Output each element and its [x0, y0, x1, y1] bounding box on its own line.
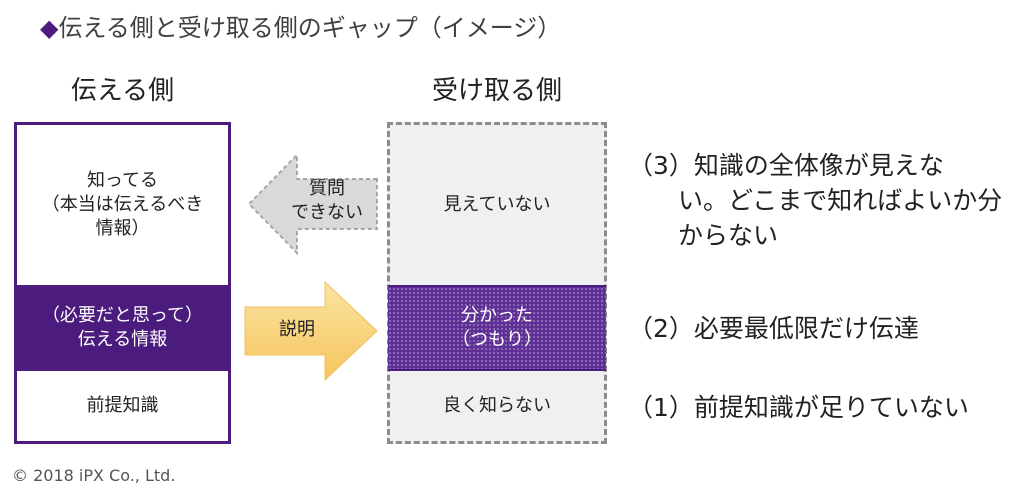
- receiver-understood: 分かった （つもり）: [452, 304, 542, 350]
- sender-conveyed-band: [14, 285, 231, 371]
- sender-known-info: 知ってる （本当は伝えるべき 情報）: [41, 169, 204, 240]
- receiver-column-header: 受け取る側: [431, 76, 562, 106]
- sender-box: [14, 122, 231, 444]
- page-title-text: 伝える側と受け取る側のギャップ（イメージ）: [58, 14, 562, 42]
- right-arrow-icon: [244, 280, 378, 382]
- diamond-bullet-icon: ◆: [40, 14, 59, 42]
- receiver-not-visible: 見えていない: [443, 193, 551, 215]
- note-missing-prerequisite: （1）前提知識が足りていない: [628, 393, 969, 422]
- copyright-footer: © 2018 iPX Co., Ltd.: [12, 466, 176, 485]
- explain-label: 説明: [279, 319, 315, 340]
- note-overall-picture: （3）知識の全体像が見えな い。どこまで知ればよいか分 からない: [628, 151, 1003, 250]
- question-label: 質問 できない: [291, 178, 363, 224]
- receiver-box: [387, 122, 607, 444]
- receiver-understood-band: [388, 285, 606, 371]
- note-minimum-conveyed: （2）必要最低限だけ伝達: [628, 314, 919, 343]
- sender-prerequisite: 前提知識: [86, 394, 159, 416]
- sender-column-header: 伝える側: [70, 76, 175, 106]
- sender-conveyed-info: （必要だと思って） 伝える情報: [41, 304, 204, 350]
- page-title: ◆伝える側と受け取る側のギャップ（イメージ）: [40, 8, 561, 43]
- receiver-unfamiliar: 良く知らない: [443, 394, 551, 416]
- left-arrow-icon: [247, 152, 378, 256]
